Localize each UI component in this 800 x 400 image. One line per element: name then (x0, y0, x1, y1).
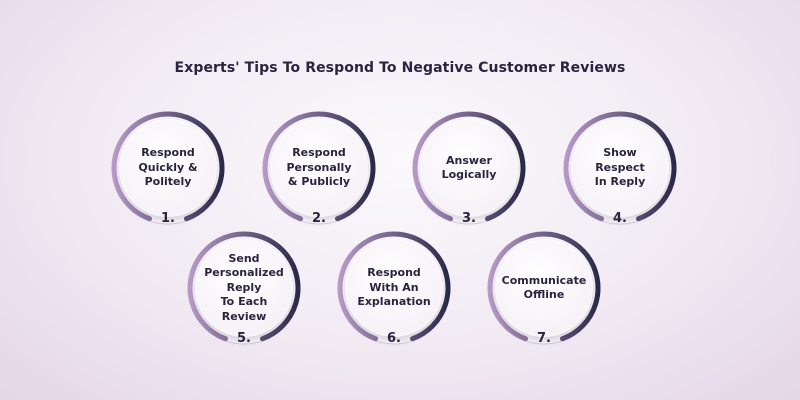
tip-label-line: With An (369, 280, 419, 294)
tip-label-line: Review (221, 309, 267, 323)
tip-label-line: Show (603, 146, 637, 160)
tip-label-line: Respond (141, 146, 195, 160)
tip-number: 7. (537, 331, 551, 346)
tip-label-line: & Publicly (287, 175, 351, 189)
tip-label-line: Logically (441, 168, 497, 181)
tip-label-line: Respond (292, 146, 346, 160)
tip-number: 6. (387, 331, 401, 346)
tip-label-line: Personalized (204, 266, 284, 280)
tip-label-line: Communicate (501, 273, 587, 287)
tip-label-line: Explanation (357, 295, 431, 309)
tip-label-line: Reply (226, 280, 262, 294)
tip-number: 1. (161, 211, 175, 226)
tip-label-line: Answer (446, 153, 492, 167)
tip-number: 2. (312, 211, 326, 226)
tip-label-line: Respond (367, 266, 421, 280)
tip-label-line: Personally (286, 160, 352, 174)
page-title: Experts' Tips To Respond To Negative Cus… (174, 60, 626, 76)
tip-label-line: In Reply (594, 175, 646, 189)
tip-label-line: Send (228, 251, 260, 265)
tip-label-line: Quickly & (138, 160, 198, 174)
tip-label-line: Offline (523, 288, 565, 301)
tip-number: 3. (462, 211, 476, 226)
tip-label-line: Respect (595, 160, 645, 174)
tip-label-line: Politely (144, 175, 192, 189)
tip-number: 5. (237, 331, 251, 346)
tip-label-line: To Each (220, 295, 268, 309)
tip-number: 4. (613, 211, 627, 226)
